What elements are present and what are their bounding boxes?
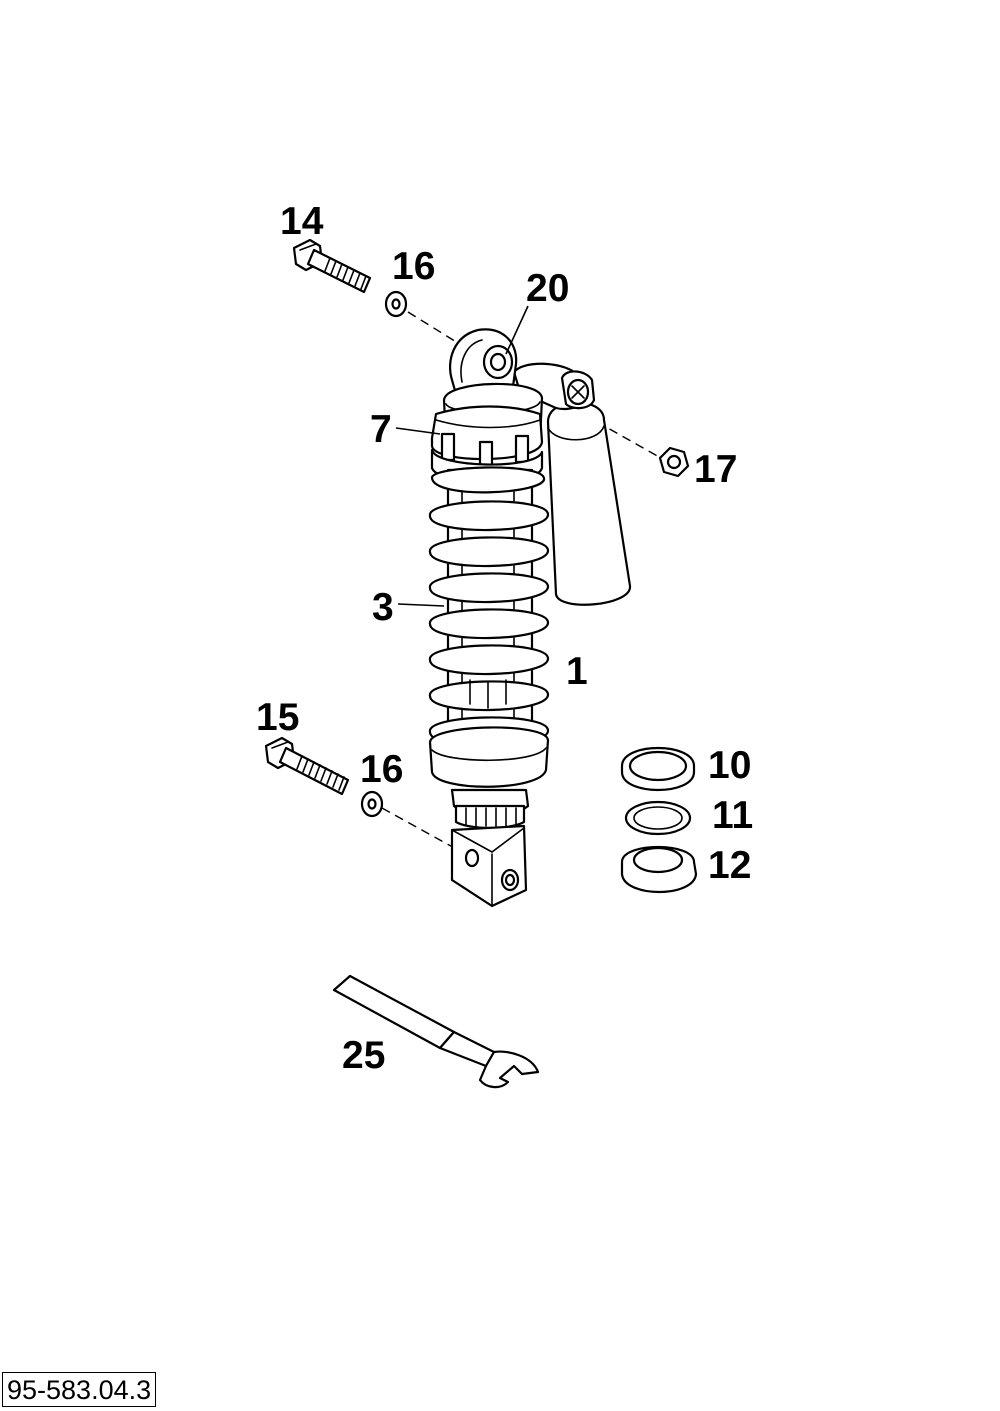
- callout-20: 20: [526, 267, 569, 310]
- callout-11: 11: [712, 794, 753, 837]
- nut-part-17: [658, 446, 690, 478]
- callout-12: 12: [708, 844, 751, 887]
- gas-reservoir: [512, 362, 632, 606]
- callout-leaders: [395, 305, 529, 607]
- bolt-lower-part-15: [264, 736, 350, 796]
- seal-ring-part-10: [620, 747, 696, 791]
- spacer-part-12: [620, 846, 698, 893]
- callout-3: 3: [372, 586, 394, 629]
- washer-part-11: [624, 800, 692, 836]
- callout-14: 14: [280, 200, 324, 243]
- callout-7: 7: [370, 408, 392, 451]
- washer-lower-part-16: [360, 790, 384, 818]
- coil-spring-part-3: [428, 466, 550, 748]
- callout-16-upper: 16: [392, 245, 435, 288]
- callout-17: 17: [694, 448, 737, 491]
- drawing-reference-code: 95-583.04.3: [2, 1372, 157, 1407]
- bottom-clevis: [450, 824, 528, 908]
- wrench-tool-part-25: [332, 974, 540, 1089]
- callout-labels: 14 16 20 7 17 3 1 15 16 10 11 12 25: [256, 200, 753, 1077]
- callout-15: 15: [256, 696, 299, 739]
- callout-25: 25: [342, 1034, 385, 1077]
- washer-upper-part-16: [384, 290, 408, 318]
- bolt-upper-part-14: [292, 238, 372, 294]
- callout-10: 10: [708, 744, 751, 787]
- callout-16-lower: 16: [360, 748, 403, 791]
- lower-spring-seat: [428, 726, 550, 830]
- callout-1: 1: [566, 650, 588, 693]
